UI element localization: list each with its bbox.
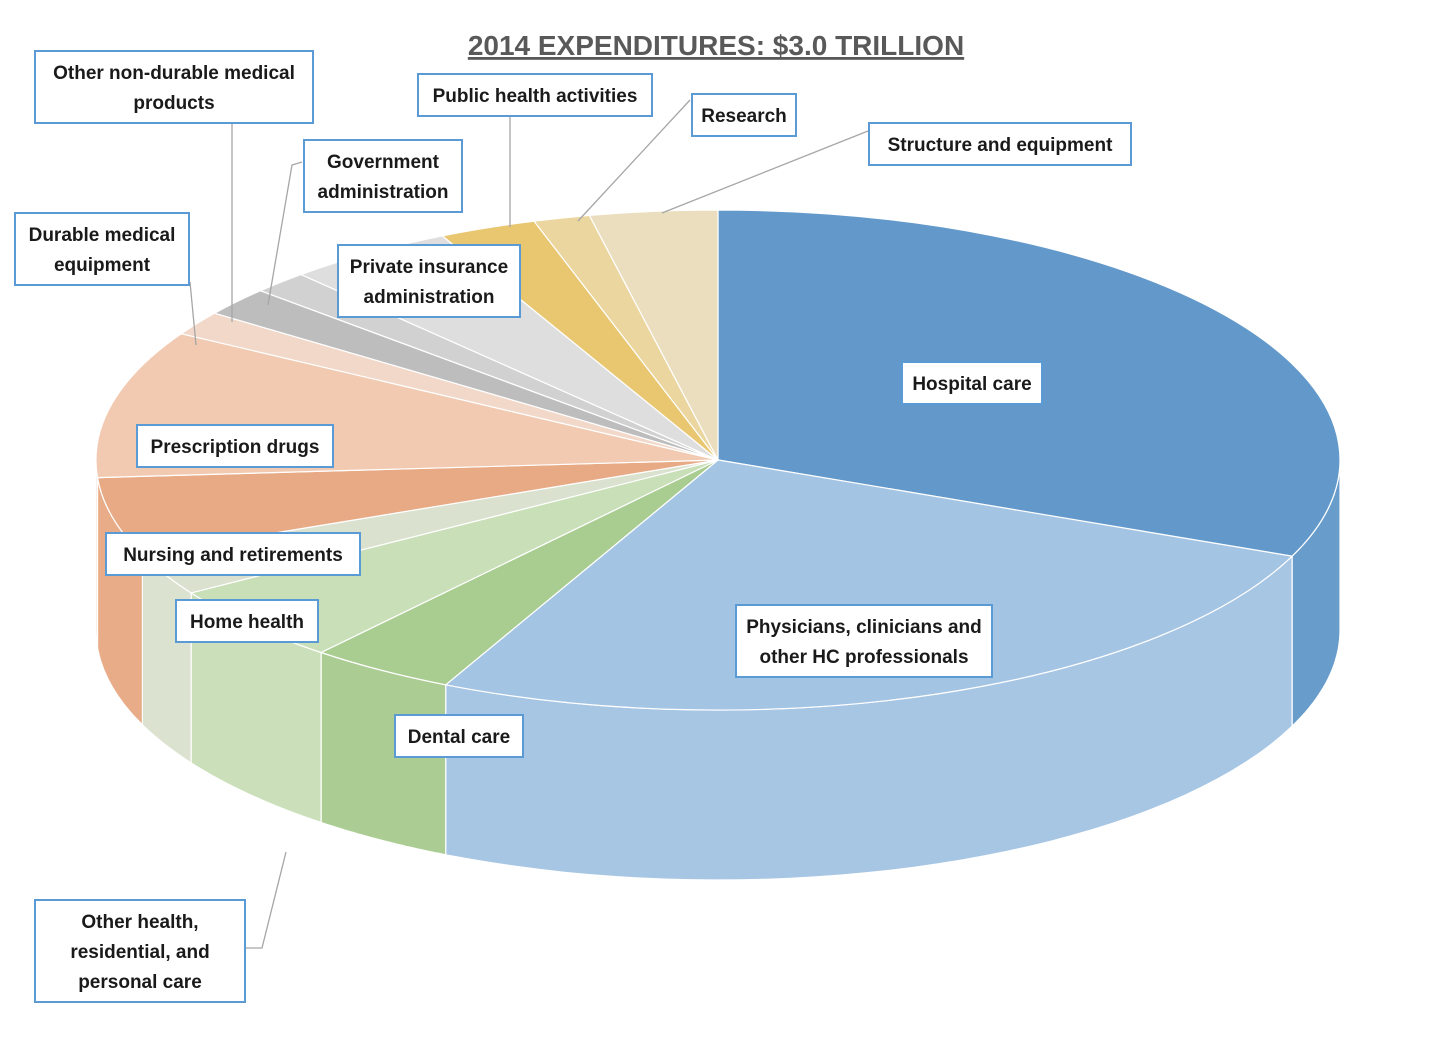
label-box [735, 604, 993, 678]
slice-label-text: Structure and equipment [888, 135, 1114, 156]
label-box [14, 212, 190, 286]
label-government-administration: Government administration [303, 139, 463, 213]
slice-label-text: Other non-durable medical [53, 63, 295, 84]
label-box [417, 73, 653, 117]
slice-label-text: personal care [78, 972, 202, 993]
slice-label-text: Government [327, 152, 440, 173]
label-box [303, 139, 463, 213]
label-box [105, 532, 361, 576]
label-box [34, 50, 314, 124]
label-box [691, 93, 797, 137]
leader-lines [189, 99, 869, 949]
label-hospital-care: Hospital care [901, 361, 1043, 405]
slice-label-text: Hospital care [912, 374, 1031, 395]
slice-physicians-clinicians-and-other-hc-professionals [444, 459, 1294, 711]
label-box [901, 361, 1043, 405]
label-durable-medical-equipment: Durable medical equipment [14, 212, 190, 286]
slice-label-text: Research [701, 106, 787, 127]
slice-label-text: Private insurance [350, 257, 508, 278]
label-physicians-clinicians-and-other-hc-professionals: Physicians, clinicians and other HC profe… [735, 604, 993, 678]
label-box [175, 599, 319, 643]
slice-label-text: Prescription drugs [151, 437, 320, 458]
slice-label-text: Physicians, clinicians and [746, 617, 982, 638]
slice-label-text: administration [318, 182, 449, 203]
label-research: Research [691, 93, 797, 137]
label-private-insurance-administration: Private insurance administration [337, 244, 521, 318]
slice-label-text: products [133, 93, 214, 114]
slice-label-text: Durable medical [29, 225, 176, 246]
leader-line-other-health-residential-and-personal-care [246, 851, 287, 949]
label-prescription-drugs: Prescription drugs [136, 424, 334, 468]
label-nursing-and-retirements: Nursing and retirements [105, 532, 361, 576]
pie-sides [95, 460, 1341, 881]
slice-label-text: Other health, [81, 912, 198, 933]
leader-line-durable-medical-equipment [189, 281, 197, 346]
slice-label-text: Home health [190, 612, 304, 633]
slice-structure-and-equipment [588, 209, 719, 461]
label-box [337, 244, 521, 318]
chart-title: 2014 EXPENDITURES: $3.0 TRILLION [468, 30, 964, 61]
slice-label-text: Dental care [408, 727, 510, 748]
label-other-non-durable-medical-products: Other non-durable medical products [34, 50, 314, 124]
leader-line-government-administration [267, 161, 303, 306]
leader-line-research [577, 99, 691, 222]
slice-label-text: Nursing and retirements [123, 545, 343, 566]
slice-label-text: equipment [54, 255, 151, 276]
slice-side-prescription-drugs [95, 460, 99, 648]
slice-label-text: residential, and [70, 942, 209, 963]
label-box [136, 424, 334, 468]
label-dental-care: Dental care [394, 714, 524, 758]
leader-line-structure-and-equipment [661, 130, 869, 214]
label-public-health-activities: Public health activities [417, 73, 653, 117]
label-box [34, 899, 246, 1003]
label-home-health: Home health [175, 599, 319, 643]
slice-label-text: other HC professionals [759, 647, 968, 668]
label-other-health-residential-and-personal-care: Other health, residential, and personal ca… [34, 899, 246, 1003]
slice-label-text: Public health activities [433, 86, 638, 107]
slice-label-text: administration [364, 287, 495, 308]
label-structure-and-equipment: Structure and equipment [868, 122, 1132, 166]
label-box [394, 714, 524, 758]
label-box [868, 122, 1132, 166]
